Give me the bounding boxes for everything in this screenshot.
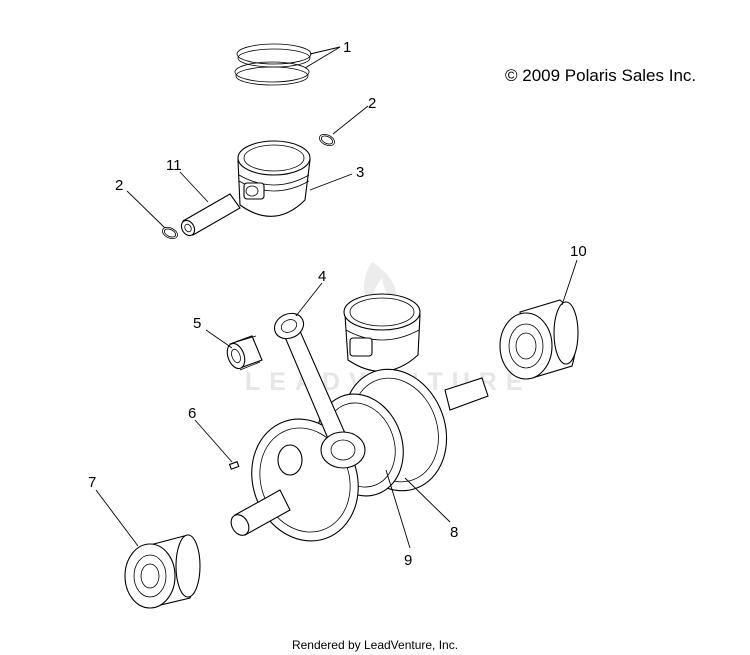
main-bearing-right[interactable] [499, 299, 579, 380]
piston[interactable] [237, 140, 311, 217]
leader-lines [95, 46, 578, 549]
callout-3: 3 [356, 164, 364, 181]
callout-8: 8 [450, 524, 458, 541]
callout-2-upper: 2 [368, 95, 376, 112]
piston-rings[interactable] [234, 43, 312, 86]
copyright-notice: © 2009 Polaris Sales Inc. [505, 66, 697, 85]
callout-1: 1 [343, 39, 351, 56]
callout-7: 7 [88, 474, 96, 491]
circlip-left[interactable] [161, 225, 180, 241]
connecting-rod[interactable] [270, 309, 366, 469]
crankshaft-assembly[interactable] [228, 293, 489, 556]
footer-credit: Rendered by LeadVenture, Inc. [291, 638, 459, 652]
wrist-pin[interactable] [179, 193, 241, 238]
callout-11: 11 [166, 157, 182, 174]
callout-9: 9 [404, 552, 412, 569]
main-bearing-left[interactable] [124, 534, 201, 609]
callout-4: 4 [318, 268, 326, 285]
needle-bearing[interactable] [224, 335, 263, 371]
callout-2-lower: 2 [115, 177, 123, 194]
woodruff-key[interactable] [228, 461, 240, 470]
callout-10: 10 [570, 243, 587, 260]
circlip-right[interactable] [318, 132, 337, 148]
callout-6: 6 [188, 405, 196, 422]
callout-5: 5 [193, 315, 201, 332]
